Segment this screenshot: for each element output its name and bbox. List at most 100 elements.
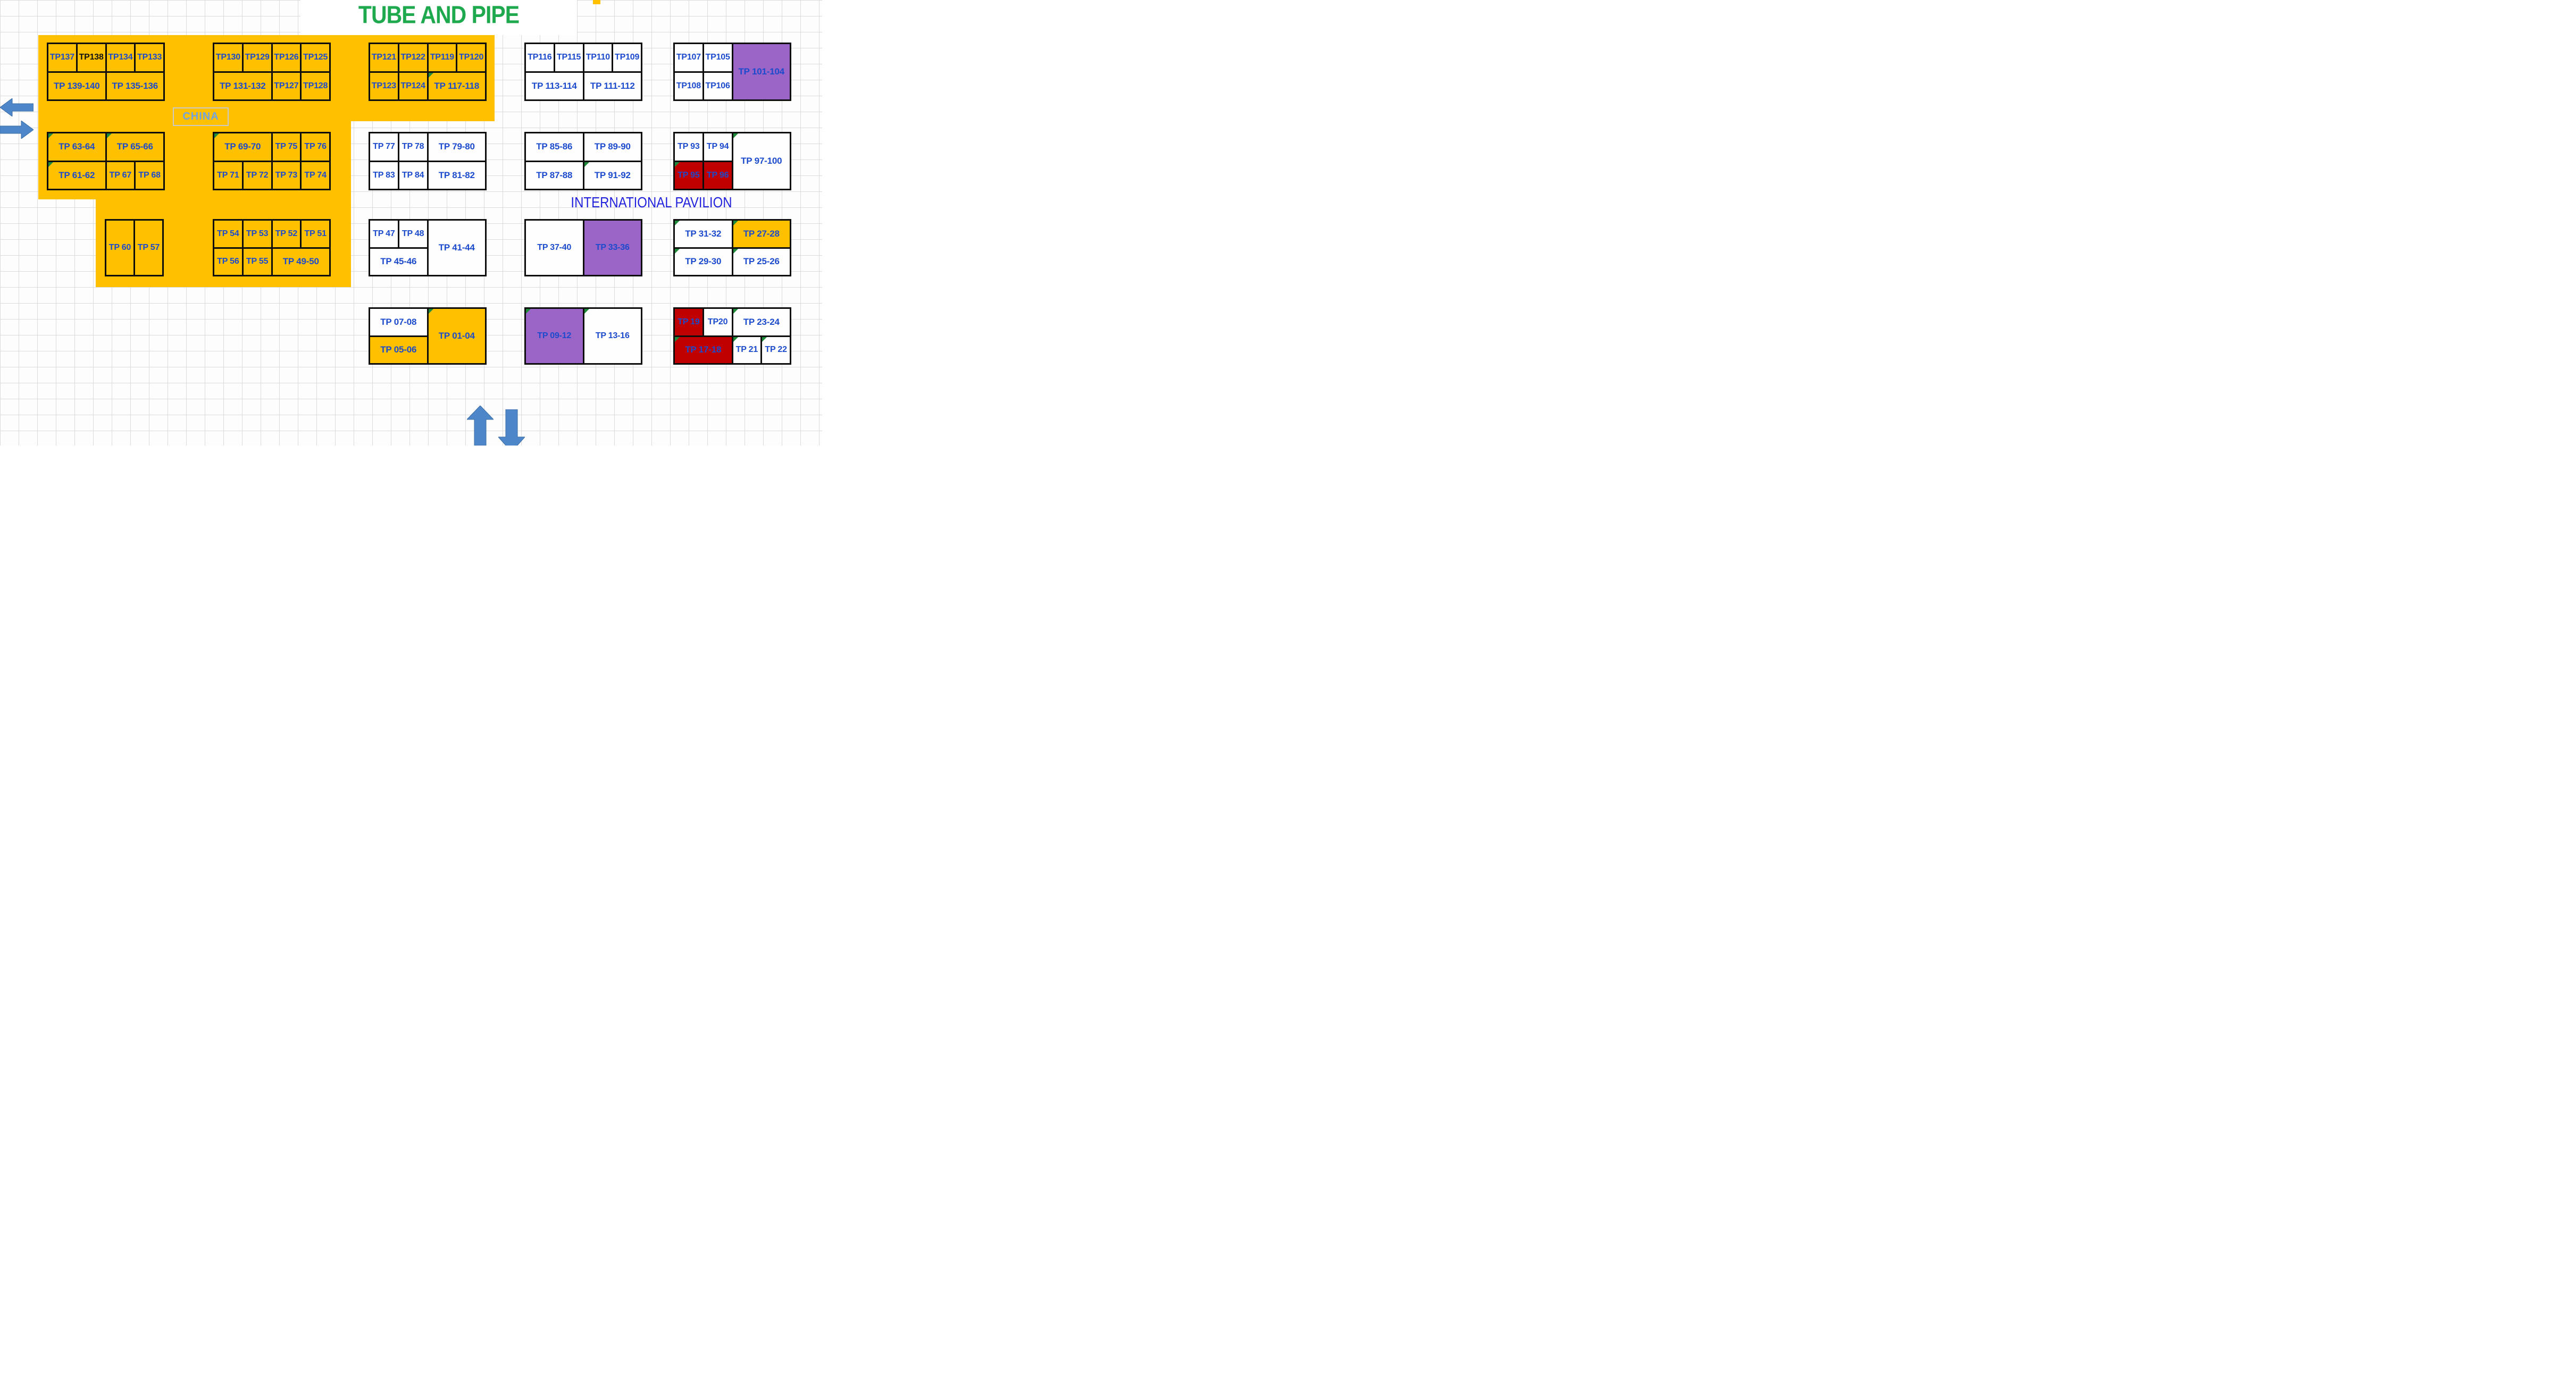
booth-cell: TP125 <box>302 44 329 71</box>
booth-cell: TP129 <box>243 44 271 71</box>
green-corner-marker-icon <box>733 337 738 342</box>
green-corner-marker-icon <box>675 248 680 254</box>
green-corner-marker-icon <box>428 309 433 314</box>
arrow-down-icon <box>498 409 525 446</box>
page-title: TUBE AND PIPE <box>358 1 520 29</box>
booth-cell: TP 25-26 <box>733 248 790 275</box>
booth-cell: TP 89-90 <box>584 133 641 161</box>
booth-cell: TP 97-100 <box>733 133 790 189</box>
green-corner-marker-icon <box>733 248 738 254</box>
booth-cell: TP 74 <box>302 162 329 189</box>
booth-cell: TP 101-104 <box>733 44 790 99</box>
booth-cell: TP 52 <box>272 221 300 247</box>
booth-cell: TP 84 <box>399 162 427 189</box>
booth-cell: TP 54 <box>214 221 242 247</box>
green-corner-marker-icon <box>675 337 680 342</box>
booth-cell: TP115 <box>555 44 583 71</box>
green-corner-marker-icon <box>48 162 53 167</box>
green-corner-marker-icon <box>733 133 738 138</box>
booth-cell: TP 47 <box>370 221 398 247</box>
booth-cell: TP 45-46 <box>370 248 427 275</box>
booth-cell: TP 09-12 <box>526 309 583 363</box>
booth-cell: TP 41-44 <box>428 221 485 275</box>
booth-cell: TP 67 <box>106 162 135 189</box>
booth-cell: TP133 <box>136 44 163 71</box>
booth-cell: TP 23-24 <box>733 309 790 335</box>
booth-cell: TP 57 <box>135 221 162 275</box>
booth-cell: TP138 <box>77 44 105 71</box>
green-corner-marker-icon <box>762 337 767 342</box>
booth-cell: TP20 <box>704 309 732 335</box>
booth-cell: TP124 <box>399 72 427 99</box>
booth-cell: TP 01-04 <box>428 309 485 363</box>
green-corner-marker-icon <box>584 309 589 314</box>
booth-cell: TP 13-16 <box>584 309 641 363</box>
arrow-right-icon <box>0 121 34 139</box>
booth-cell: TP 95 <box>675 162 702 189</box>
booth-cell: TP 68 <box>136 162 163 189</box>
booth-cell: TP 21 <box>733 337 761 363</box>
booth-cell: TP 27-28 <box>733 221 790 247</box>
booth-cell: TP134 <box>106 44 135 71</box>
booth-cell: TP 71 <box>214 162 242 189</box>
booth-cell: TP 55 <box>243 248 271 275</box>
booth-cell: TP 19 <box>675 309 702 335</box>
booth-cell: TP 48 <box>399 221 427 247</box>
booth-cell: TP 05-06 <box>370 337 427 363</box>
booth-cell: TP 131-132 <box>214 72 271 99</box>
booth-cell: TP126 <box>272 44 300 71</box>
green-corner-marker-icon <box>675 162 680 167</box>
booth-cell: TP110 <box>584 44 612 71</box>
booth-cell: TP 83 <box>370 162 398 189</box>
booth-cell: TP 33-36 <box>584 221 641 275</box>
booth-cell: TP105 <box>704 44 732 71</box>
green-corner-marker-icon <box>428 72 433 78</box>
china-label-box: CHINA <box>173 107 229 126</box>
booth-cell: TP 117-118 <box>428 72 485 99</box>
booth-cell: TP 53 <box>243 221 271 247</box>
green-corner-marker-icon <box>106 133 112 138</box>
booth-cell: TP 96 <box>704 162 732 189</box>
booth-cell: TP121 <box>370 44 398 71</box>
booth-cell: TP 56 <box>214 248 242 275</box>
booth-cell: TP 91-92 <box>584 162 641 189</box>
booth-cell: TP 81-82 <box>428 162 485 189</box>
booth-cell: TP 113-114 <box>526 72 583 99</box>
booth-cell: TP107 <box>675 44 702 71</box>
booth-cell: TP 73 <box>272 162 300 189</box>
booth-cell: TP 63-64 <box>48 133 105 161</box>
booth-cell: TP 07-08 <box>370 309 427 335</box>
booth-cell: TP106 <box>704 72 732 99</box>
green-corner-marker-icon <box>526 309 531 314</box>
booth-cell: TP108 <box>675 72 702 99</box>
booth-cell: TP123 <box>370 72 398 99</box>
booth-cell: TP 78 <box>399 133 427 161</box>
booth-cell: TP 135-136 <box>106 72 163 99</box>
booth-cell: TP 111-112 <box>584 72 641 99</box>
booth-cell: TP 51 <box>302 221 329 247</box>
booth-cell: TP 22 <box>762 337 790 363</box>
title-backdrop <box>300 0 577 35</box>
booth-cell: TP 29-30 <box>675 248 732 275</box>
booth-cell: TP 76 <box>302 133 329 161</box>
booth-cell: TP109 <box>613 44 641 71</box>
booth-cell: TP122 <box>399 44 427 71</box>
green-corner-marker-icon <box>214 133 219 138</box>
